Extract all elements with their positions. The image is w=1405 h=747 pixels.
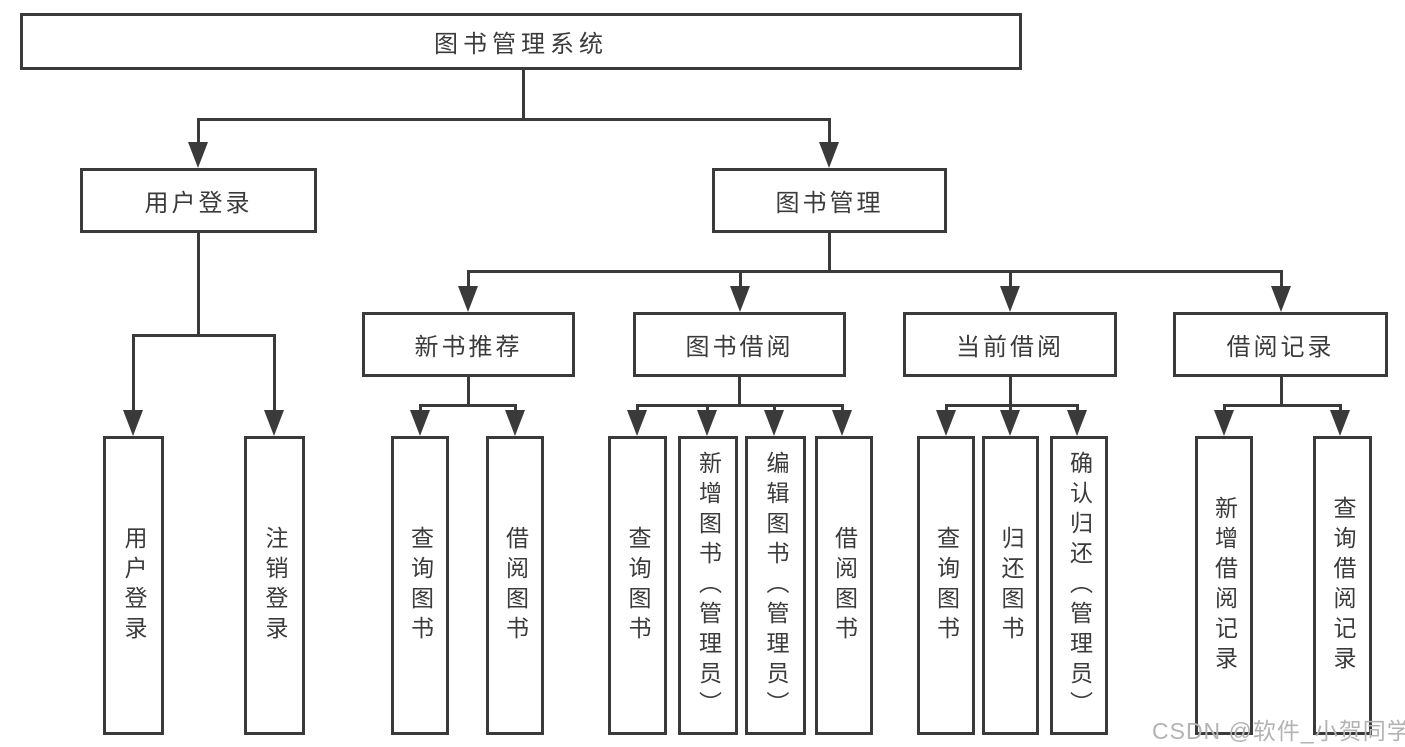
node-label: 查询图书 bbox=[933, 525, 960, 646]
root-node-library-management-system: 图书管理系统 bbox=[20, 13, 1022, 70]
node-label: 用户登录 bbox=[144, 190, 253, 217]
node-label: 借阅记录 bbox=[1226, 334, 1335, 361]
connector-line bbox=[828, 233, 831, 273]
connector-line bbox=[1223, 404, 1341, 407]
connector-line bbox=[636, 404, 639, 414]
arrow-down-icon bbox=[730, 286, 750, 312]
connector-line bbox=[706, 404, 709, 414]
leaf-logout: 注销登录 bbox=[244, 436, 305, 735]
connector-line bbox=[1076, 404, 1079, 414]
arrow-down-icon bbox=[188, 142, 208, 168]
node-label: 新书推荐 bbox=[414, 334, 523, 361]
leaf-borrow-books: 借阅图书 bbox=[815, 436, 873, 735]
arrow-down-icon bbox=[1067, 410, 1087, 436]
arrow-down-icon bbox=[1000, 286, 1020, 312]
connector-line bbox=[1009, 404, 1012, 414]
leaf-return-books: 归还图书 bbox=[982, 436, 1039, 735]
connector-line bbox=[945, 404, 948, 414]
arrow-down-icon bbox=[505, 410, 525, 436]
node-label: 确认归还（管理员） bbox=[1066, 450, 1093, 721]
connector-line bbox=[197, 118, 831, 121]
leaf-add-borrow-record: 新增借阅记录 bbox=[1195, 436, 1253, 735]
arrow-down-icon bbox=[936, 410, 956, 436]
connector-line bbox=[841, 404, 844, 414]
node-user-login: 用户登录 bbox=[80, 168, 317, 233]
connector-line bbox=[739, 270, 742, 288]
arrow-down-icon bbox=[627, 410, 647, 436]
connector-line bbox=[738, 377, 741, 406]
node-label: 图书借阅 bbox=[685, 334, 794, 361]
node-new-book-recommendation: 新书推荐 bbox=[362, 312, 575, 377]
connector-line bbox=[419, 404, 516, 407]
node-label: 当前借阅 bbox=[956, 334, 1064, 361]
connector-line bbox=[828, 118, 831, 146]
connector-line bbox=[197, 118, 200, 146]
arrow-down-icon bbox=[819, 142, 839, 168]
arrow-down-icon bbox=[1330, 410, 1350, 436]
connector-line bbox=[945, 404, 1079, 407]
connector-line bbox=[636, 404, 843, 407]
node-label: 借阅图书 bbox=[831, 525, 858, 646]
arrow-down-icon bbox=[764, 410, 784, 436]
csdn-watermark: CSDN @软件_小贺同学 bbox=[1152, 718, 1405, 744]
arrow-down-icon bbox=[1000, 410, 1020, 436]
connector-line bbox=[773, 404, 776, 414]
leaf-query-books-recommend: 查询图书 bbox=[391, 436, 449, 735]
connector-line bbox=[1009, 270, 1012, 288]
connector-line bbox=[514, 404, 517, 414]
node-label: 新增借阅记录 bbox=[1211, 495, 1238, 676]
node-book-management: 图书管理 bbox=[712, 168, 947, 233]
leaf-user-login: 用户登录 bbox=[103, 436, 164, 735]
connector-line bbox=[1280, 270, 1283, 288]
node-label: 查询图书 bbox=[407, 525, 434, 646]
connector-line bbox=[273, 334, 276, 412]
arrow-down-icon bbox=[410, 410, 430, 436]
connector-line bbox=[1223, 404, 1226, 414]
leaf-confirm-return-admin: 确认归还（管理员） bbox=[1050, 436, 1108, 735]
arrow-down-icon bbox=[458, 286, 478, 312]
arrow-down-icon bbox=[264, 410, 284, 436]
connector-line bbox=[522, 70, 525, 120]
node-label: 图书管理 bbox=[775, 190, 884, 217]
leaf-borrow-books-recommend: 借阅图书 bbox=[486, 436, 544, 735]
node-borrowing-records: 借阅记录 bbox=[1173, 312, 1388, 377]
node-label: 查询借阅记录 bbox=[1330, 495, 1356, 676]
node-label: 查询图书 bbox=[625, 525, 651, 646]
leaf-query-borrow-record: 查询借阅记录 bbox=[1313, 436, 1372, 735]
arrow-down-icon bbox=[697, 410, 717, 436]
arrow-down-icon bbox=[123, 410, 143, 436]
connector-line bbox=[467, 270, 1283, 273]
connector-line bbox=[132, 334, 135, 412]
connector-line bbox=[1009, 377, 1012, 406]
connector-line bbox=[132, 334, 276, 337]
leaf-add-books-admin: 新增图书（管理员） bbox=[678, 436, 738, 735]
node-label: 用户登录 bbox=[121, 525, 147, 646]
connector-line bbox=[419, 404, 422, 414]
connector-line bbox=[1280, 377, 1283, 406]
leaf-query-books-borrow: 查询图书 bbox=[608, 436, 667, 735]
node-label: 编辑图书（管理员） bbox=[763, 450, 789, 721]
leaf-edit-books-admin: 编辑图书（管理员） bbox=[745, 436, 806, 735]
node-label: 归还图书 bbox=[998, 525, 1024, 646]
connector-line bbox=[197, 233, 200, 337]
node-label: 新增图书（管理员） bbox=[695, 450, 722, 721]
node-book-borrowing: 图书借阅 bbox=[633, 312, 846, 377]
node-current-borrowing: 当前借阅 bbox=[903, 312, 1117, 377]
node-label: 借阅图书 bbox=[502, 525, 529, 646]
node-label: 图书管理系统 bbox=[434, 31, 608, 58]
node-label: 注销登录 bbox=[262, 525, 288, 646]
leaf-query-books-current: 查询图书 bbox=[917, 436, 975, 735]
connector-line bbox=[467, 270, 470, 288]
arrow-down-icon bbox=[1271, 286, 1291, 312]
arrow-down-icon bbox=[832, 410, 852, 436]
connector-line bbox=[467, 377, 470, 406]
arrow-down-icon bbox=[1214, 410, 1234, 436]
connector-line bbox=[1339, 404, 1342, 414]
